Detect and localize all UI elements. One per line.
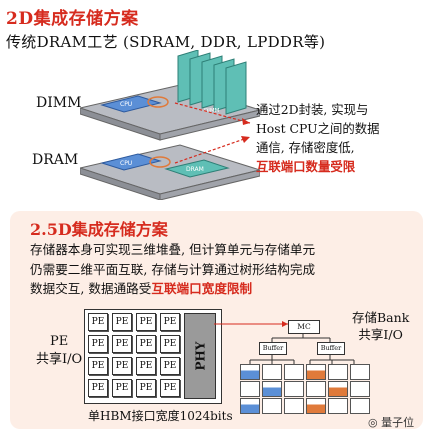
section-2d-subtitle: 传统DRAM工艺 (SDRAM, DDR, LPDDR等) bbox=[6, 33, 326, 51]
s2-desc-highlight: 互联端口宽度限制 bbox=[151, 281, 253, 296]
pe-cell: PE bbox=[136, 379, 156, 397]
buffer-right: Buffer bbox=[317, 342, 345, 355]
section-2d-description: 通过2D封装, 实现与 Host CPU之间的数据 通信, 存储密度低, 互联端… bbox=[256, 100, 431, 176]
memory-bank-cell bbox=[328, 364, 348, 380]
dram-chip-text: DRAM bbox=[186, 166, 204, 173]
hbm-width-caption: 单HBM接口宽度1024bits bbox=[88, 409, 233, 423]
section-25d-description: 存储器本身可实现三维堆叠, 但计算单元与存储单元 仍需要二维平面互联, 存储与计… bbox=[30, 240, 416, 299]
memory-bank-cell bbox=[350, 364, 370, 380]
watermark: ◎ 量子位 bbox=[368, 416, 415, 429]
pe-cell: PE bbox=[112, 357, 132, 375]
memory-bank-cell bbox=[284, 398, 304, 414]
watermark-text: 量子位 bbox=[381, 416, 415, 429]
section-25d-title: 2.5D集成存储方案 bbox=[30, 220, 168, 239]
pe-cell: PE bbox=[88, 313, 108, 331]
pe-cell: PE bbox=[112, 313, 132, 331]
pe-cell: PE bbox=[112, 335, 132, 353]
memory-bank-cell bbox=[284, 381, 304, 397]
memory-bank-cell bbox=[240, 364, 260, 380]
memory-bank-cell bbox=[240, 381, 260, 397]
cpu-chip-bottom bbox=[100, 153, 162, 171]
desc-line-3: 通信, 存储密度低, bbox=[256, 140, 355, 155]
memory-bank-cell bbox=[328, 398, 348, 414]
pe-cell: PE bbox=[88, 357, 108, 375]
memory-controller: MC bbox=[288, 320, 320, 334]
phy-block: PHY bbox=[184, 313, 216, 399]
pe-label-line-1: PE bbox=[49, 334, 69, 349]
memory-bank-cell bbox=[262, 398, 282, 414]
pe-cell: PE bbox=[112, 379, 132, 397]
memory-bank-cell bbox=[262, 381, 282, 397]
memory-bank-cell bbox=[240, 398, 260, 414]
dram-label: DRAM bbox=[32, 152, 79, 168]
cpu-bottom-text: CPU bbox=[120, 160, 132, 167]
memory-bank-cell bbox=[350, 398, 370, 414]
2d-package-illustration: CPU DIMM CPU DRAM bbox=[80, 50, 260, 200]
pe-cell: PE bbox=[88, 335, 108, 353]
s2-desc-line-3-prefix: 数据交互, 数据通路受 bbox=[30, 281, 152, 296]
bank-label-line-2: 共享I/O bbox=[358, 327, 403, 342]
dimm-sticks bbox=[177, 50, 247, 115]
2d-arrows bbox=[174, 102, 251, 164]
memory-bank-cell bbox=[306, 364, 326, 380]
buffer-left: Buffer bbox=[259, 342, 287, 355]
memory-bank-cell bbox=[284, 364, 304, 380]
cpu-top-text: CPU bbox=[120, 101, 132, 108]
dram-chip bbox=[164, 159, 230, 178]
phy-label: PHY bbox=[193, 341, 207, 371]
pe-cell: PE bbox=[160, 313, 180, 331]
pe-cell: PE bbox=[136, 335, 156, 353]
dimm-label: DIMM bbox=[36, 95, 82, 111]
link-ellipse-top bbox=[147, 96, 169, 108]
desc-highlight: 互联端口数量受限 bbox=[256, 159, 356, 174]
s2-desc-line-2: 仍需要二维平面互联, 存储与计算通过树形结构完成 bbox=[30, 261, 316, 277]
memory-bank-cell bbox=[262, 364, 282, 380]
pe-label-line-2: 共享I/O bbox=[36, 352, 83, 367]
bank-shared-io-label: 存储Bank 共享I/O bbox=[352, 309, 409, 343]
desc-line-1: 通过2D封装, 实现与 bbox=[256, 102, 369, 117]
memory-bank-cell bbox=[306, 381, 326, 397]
pe-cell: PE bbox=[136, 357, 156, 375]
desc-line-2: Host CPU之间的数据 bbox=[256, 121, 380, 136]
s2-desc-line-3: 数据交互, 数据通路受互联端口宽度限制 bbox=[30, 279, 416, 299]
memory-bank-cell bbox=[350, 381, 370, 397]
cpu-chip-top bbox=[100, 95, 162, 113]
memory-bank-cell bbox=[306, 398, 326, 414]
link-ellipse-bottom bbox=[149, 156, 171, 168]
pe-shared-io-label: PE 共享I/O bbox=[36, 333, 82, 369]
section-2d-title: 2D集成存储方案 bbox=[6, 9, 139, 29]
memory-tree-lines bbox=[214, 321, 355, 364]
dimm-module-text: DIMM bbox=[204, 108, 220, 114]
pe-cell: PE bbox=[160, 357, 180, 375]
s2-desc-line-1: 存储器本身可实现三维堆叠, 但计算单元与存储单元 bbox=[30, 242, 316, 257]
memory-bank-cell bbox=[328, 381, 348, 397]
bank-label-line-1: 存储Bank bbox=[352, 310, 410, 325]
pe-cell: PE bbox=[88, 379, 108, 397]
pe-cell: PE bbox=[160, 379, 180, 397]
pe-cell: PE bbox=[136, 313, 156, 331]
pe-cell: PE bbox=[160, 335, 180, 353]
